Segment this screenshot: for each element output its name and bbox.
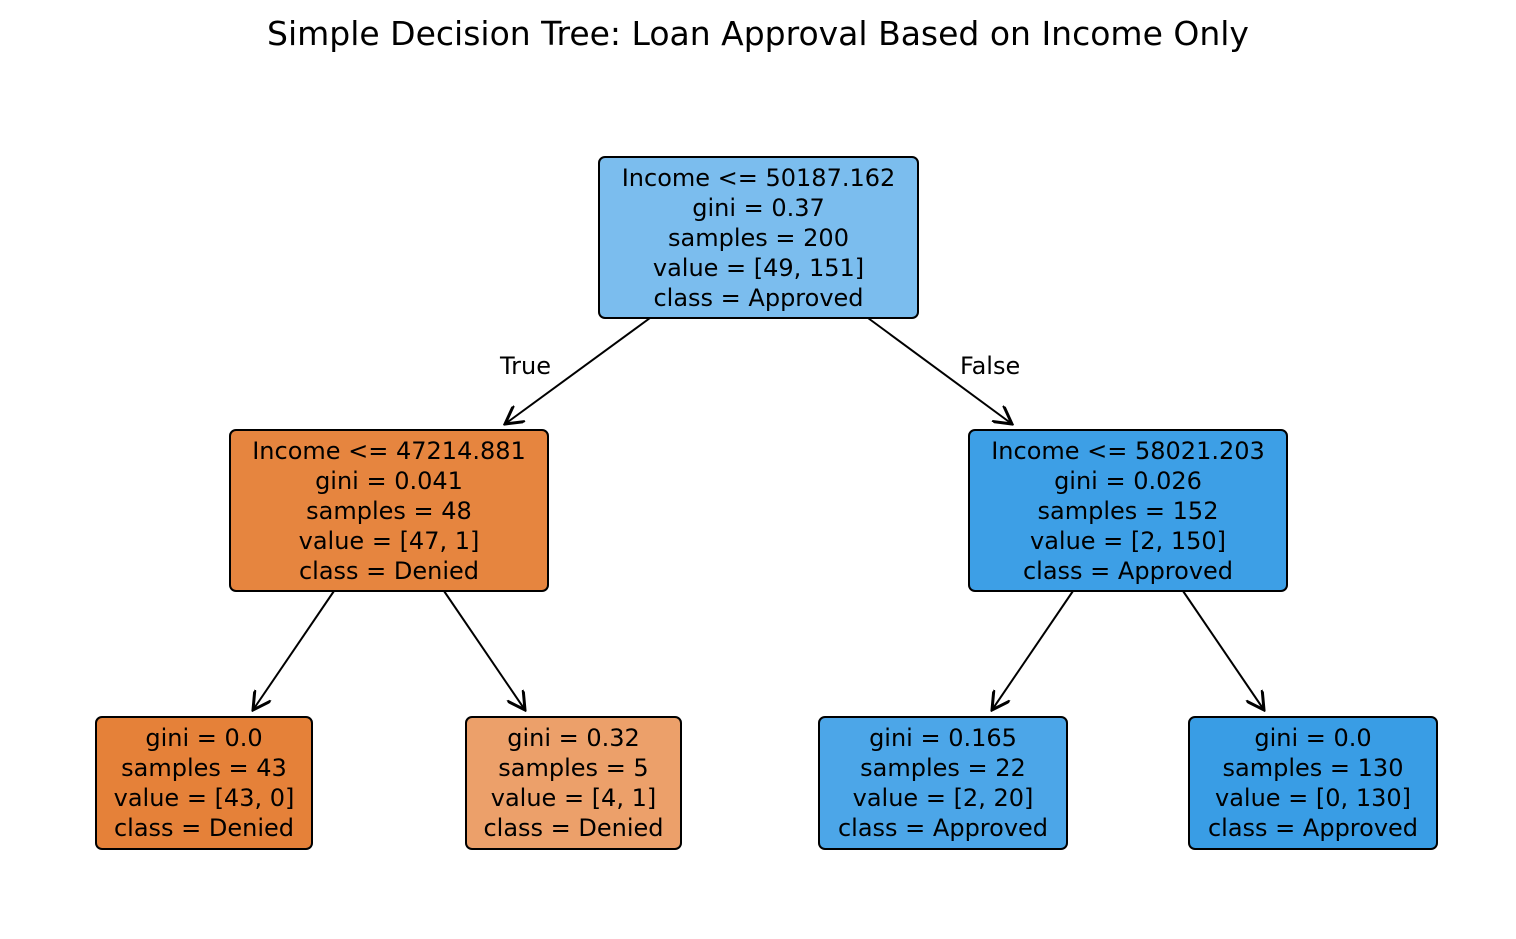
node-class: class = Approved	[1207, 814, 1419, 842]
node-samples: samples = 130	[1222, 754, 1404, 782]
node-gini: gini = 0.0	[1254, 724, 1372, 752]
edge-right-rr	[1182, 590, 1264, 710]
tree-leaf-ll: gini = 0.0 samples = 43 value = [43, 0] …	[95, 716, 313, 850]
edge-left-ll	[253, 590, 335, 710]
node-samples: samples = 22	[860, 754, 1026, 782]
edge-label-false: False	[960, 352, 1021, 380]
node-gini: gini = 0.32	[507, 724, 640, 752]
node-split: Income <= 58021.203	[991, 436, 1265, 465]
chart-title: Simple Decision Tree: Loan Approval Base…	[267, 14, 1249, 53]
node-gini: gini = 0.041	[315, 466, 463, 495]
edge-label-true: True	[500, 352, 551, 380]
tree-node-right: Income <= 58021.203 gini = 0.026 samples…	[968, 429, 1288, 592]
node-samples: samples = 48	[306, 496, 472, 525]
tree-leaf-lr: gini = 0.32 samples = 5 value = [4, 1] c…	[465, 716, 682, 850]
node-samples: samples = 43	[121, 754, 287, 782]
edge-root-right	[867, 317, 1012, 424]
node-value: value = [0, 130]	[1215, 784, 1411, 812]
node-class: class = Approved	[1022, 556, 1234, 585]
node-samples: samples = 152	[1037, 496, 1219, 525]
node-class: class = Denied	[483, 814, 664, 842]
node-gini: gini = 0.37	[692, 193, 825, 222]
node-value: value = [2, 150]	[1030, 526, 1226, 555]
node-samples: samples = 5	[498, 754, 649, 782]
node-value: value = [2, 20]	[852, 784, 1034, 812]
node-samples: samples = 200	[668, 223, 849, 252]
node-class: class = Approved	[837, 814, 1049, 842]
tree-node-left: Income <= 47214.881 gini = 0.041 samples…	[229, 429, 549, 592]
edge-left-lr	[443, 590, 525, 710]
node-class: class = Denied	[298, 556, 480, 585]
node-gini: gini = 0.165	[869, 724, 1017, 752]
node-class: class = Approved	[653, 283, 864, 312]
tree-node-root: Income <= 50187.162 gini = 0.37 samples …	[598, 156, 919, 319]
node-gini: gini = 0.0	[145, 724, 263, 752]
edge-root-left	[505, 317, 651, 424]
node-value: value = [47, 1]	[298, 526, 480, 555]
node-value: value = [43, 0]	[113, 784, 295, 812]
node-split: Income <= 50187.162	[621, 163, 896, 192]
node-value: value = [4, 1]	[490, 784, 657, 812]
node-split: Income <= 47214.881	[252, 436, 526, 465]
node-value: value = [49, 151]	[652, 253, 865, 282]
tree-leaf-rr: gini = 0.0 samples = 130 value = [0, 130…	[1188, 716, 1438, 850]
edge-right-rl	[992, 590, 1074, 710]
tree-leaf-rl: gini = 0.165 samples = 22 value = [2, 20…	[818, 716, 1068, 850]
node-gini: gini = 0.026	[1054, 466, 1202, 495]
node-class: class = Denied	[113, 814, 295, 842]
